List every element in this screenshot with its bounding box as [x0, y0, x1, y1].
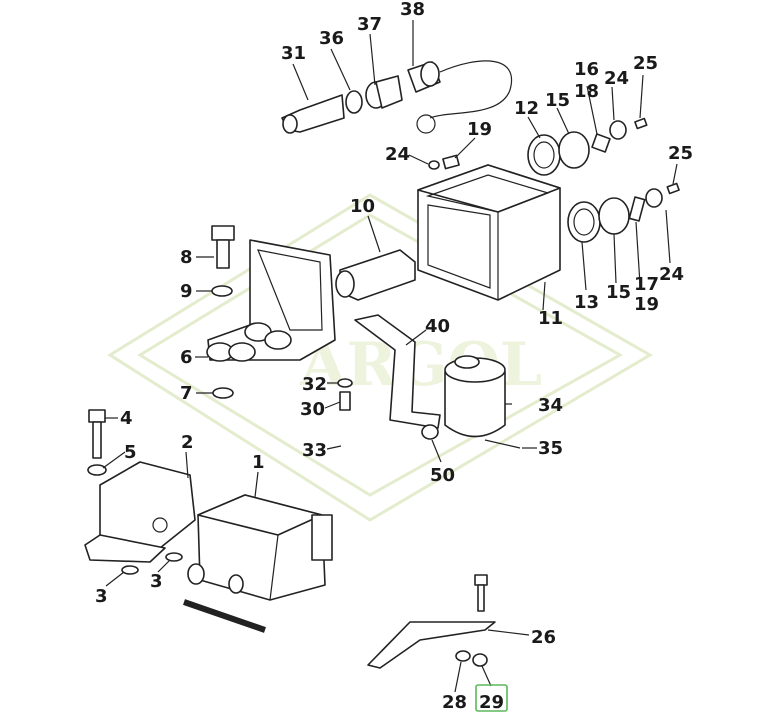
washer-28: [455, 650, 471, 662]
label-3-right: 3: [150, 571, 163, 592]
bolt-4: [88, 409, 106, 459]
label-36: 36: [319, 28, 344, 49]
label-7: 7: [180, 383, 193, 404]
label-13: 24: [385, 144, 410, 165]
control-valve-1: [187, 494, 333, 601]
label-12: 19: [467, 119, 492, 140]
bolt-8: [211, 225, 235, 269]
tie-rod: [183, 599, 266, 633]
washer-5: [87, 464, 107, 476]
hose-fitting-assembly: [281, 60, 513, 134]
mounting-plate: [367, 574, 496, 669]
tank-housing: [417, 164, 561, 301]
label-17: 17: [634, 274, 659, 295]
label-24-right: 24: [659, 264, 684, 285]
label-2: 2: [181, 432, 194, 453]
label-5: 5: [124, 442, 137, 463]
reservoir: [444, 355, 521, 449]
label-16: 16: [574, 59, 599, 80]
highlight-box-29: [475, 684, 508, 712]
label-6: 6: [180, 347, 193, 368]
label-11: 11: [538, 308, 563, 329]
label-32: 33: [302, 440, 327, 461]
fitting-30: [339, 391, 351, 411]
label-33: 34: [538, 395, 563, 416]
label-14-top: 12: [514, 98, 539, 119]
valve-body-2: [84, 461, 196, 563]
seal-3b: [165, 552, 183, 562]
label-14-bottom: 13: [574, 292, 599, 313]
label-15-top: 15: [545, 90, 570, 111]
nut-29: [472, 653, 488, 667]
label-15-bottom: 15: [606, 282, 631, 303]
label-50: 50: [430, 465, 455, 486]
label-25-right: 25: [668, 143, 693, 164]
cover-gaskets: [527, 117, 680, 243]
label-29[interactable]: 29: [479, 692, 504, 713]
label-26: 26: [531, 627, 556, 648]
washer-9: [211, 285, 233, 297]
washer-31: [337, 378, 353, 388]
label-24-top: 24: [604, 68, 629, 89]
label-18: 18: [574, 81, 599, 102]
seal-3a: [121, 565, 139, 575]
label-10: 10: [350, 196, 375, 217]
clamp-50: [421, 424, 439, 440]
label-31: 32: [302, 374, 327, 395]
label-30: 30: [300, 399, 325, 420]
bracket-40: [354, 314, 441, 429]
label-38: 38: [400, 0, 425, 20]
mounting-bracket: [206, 239, 336, 362]
label-40: 40: [425, 316, 450, 337]
label-9: 9: [180, 281, 193, 302]
label-34: 35: [538, 438, 563, 459]
leader-lines: [102, 20, 678, 693]
label-25-top: 25: [633, 53, 658, 74]
label-37: 37: [357, 14, 382, 35]
label-19: 19: [634, 294, 659, 315]
label-8: 8: [180, 247, 193, 268]
filter-cylinder: [335, 249, 416, 301]
label-3-left: 3: [95, 586, 108, 607]
washer-7: [212, 387, 234, 399]
label-35: 31: [281, 43, 306, 64]
label-28: 28: [442, 692, 467, 713]
screw-12-13: [428, 154, 460, 170]
callout-labels: 31 36 37 38 19 24 12 15 16 18 24 25 25 1…: [95, 0, 693, 713]
label-4: 4: [120, 408, 133, 429]
label-1: 1: [252, 452, 265, 473]
